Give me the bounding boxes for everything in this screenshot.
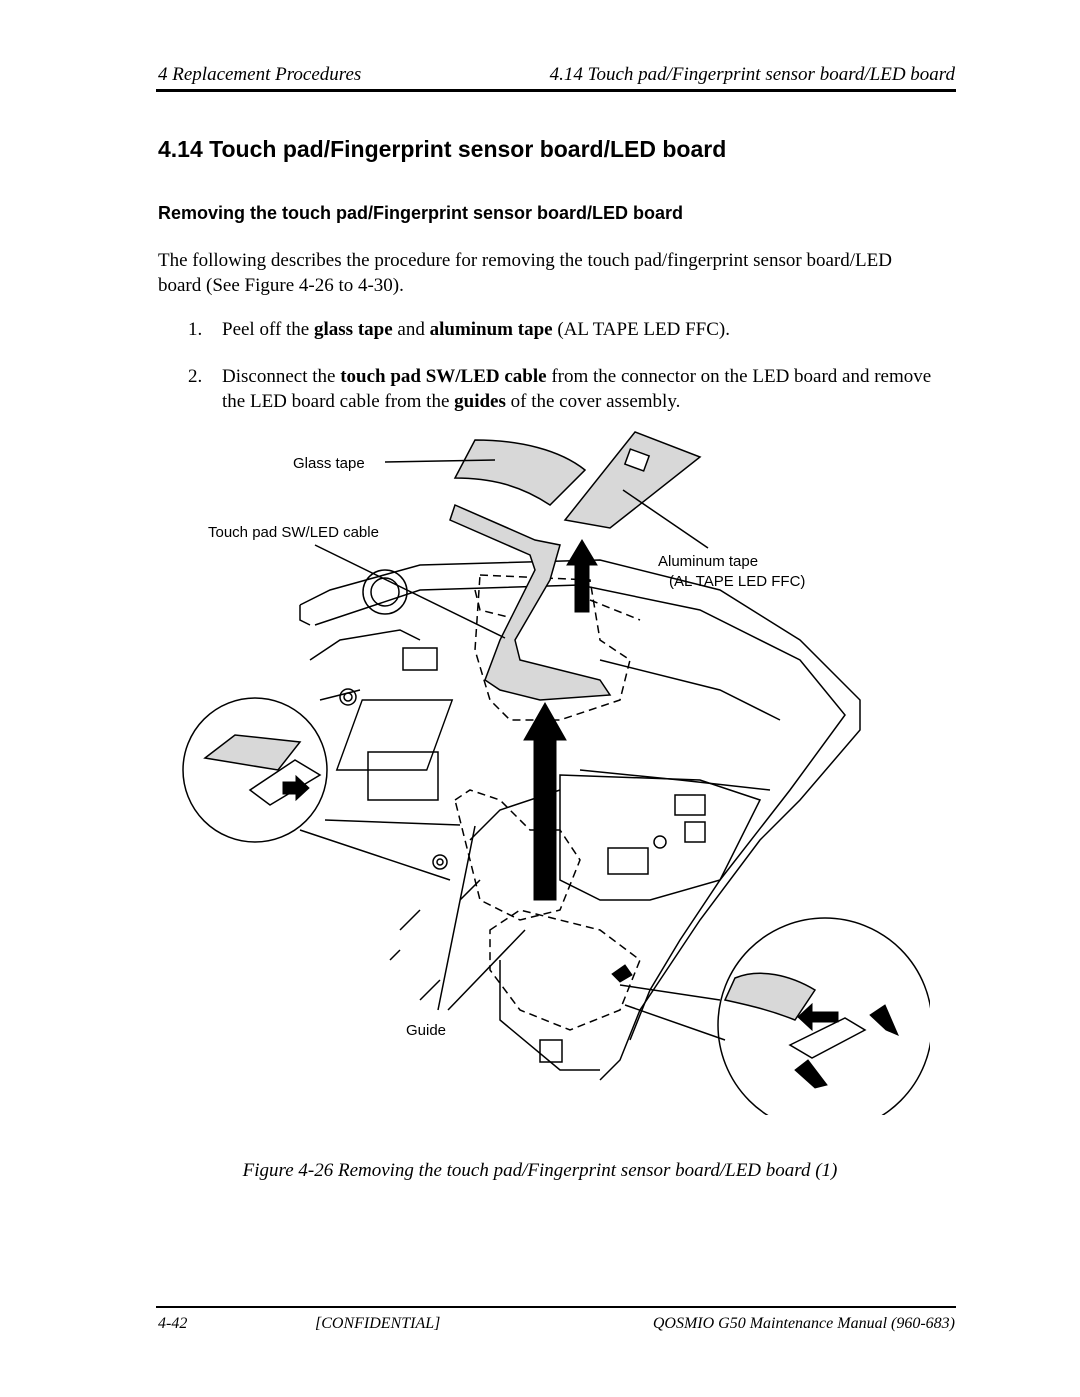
step-text-part: of the cover assembly. (505, 391, 681, 412)
release-arrow-2 (869, 1004, 899, 1036)
step-text: Disconnect the touch pad SW/LED cable fr… (222, 364, 958, 414)
pad (335, 699, 454, 771)
label-al-tape-code: (AL TAPE LED FFC) (669, 573, 805, 590)
step-text: Peel off the glass tape and aluminum tap… (222, 317, 958, 342)
label-glass-tape: Glass tape (293, 455, 365, 472)
guide-dashed (454, 789, 581, 921)
chassis-inner-edge (314, 584, 846, 1041)
label-aluminum-tape: Aluminum tape (658, 553, 758, 570)
screw-boss (653, 835, 667, 849)
subsection-title: Removing the touch pad/Fingerprint senso… (158, 203, 684, 223)
footer-rule (156, 1306, 956, 1308)
glass-tape (453, 439, 587, 506)
page-number: 4-42 (158, 1315, 188, 1332)
detail-callout-left (182, 697, 328, 843)
pad (402, 647, 438, 671)
running-header-section: 4.14 Touch pad/Fingerprint sensor board/… (549, 64, 955, 85)
step-text-part: from the connector on the LED board and … (222, 366, 932, 412)
manual-title: QOSMIO G50 Maintenance Manual (960-683) (652, 1315, 955, 1332)
disassembly-figure: Glass tape Touch pad SW/LED cable Alumin… (182, 431, 930, 1115)
chassis-left-edge (299, 605, 421, 701)
section-title: 4.14 Touch pad/Fingerprint sensor board/… (158, 136, 727, 162)
running-header-chapter: 4 Replacement Procedures (158, 64, 362, 85)
step-1: 1. Peel off the glass tape and aluminum … (188, 317, 958, 342)
label-guide: Guide (406, 1022, 446, 1039)
leader-glass-tape (384, 459, 496, 463)
step-number: 2. (188, 366, 203, 387)
figure-caption: Figure 4-26 Removing the touch pad/Finge… (242, 1160, 838, 1181)
header-rule (156, 89, 956, 92)
pad (684, 821, 706, 843)
screw-boss (432, 854, 448, 870)
lift-arrow-tape (566, 539, 598, 613)
leader-aluminum (622, 489, 709, 549)
confidential-mark: [CONFIDENTIAL] (315, 1315, 441, 1332)
intro-paragraph: The following describes the procedure fo… (158, 250, 892, 296)
step-text-part: (AL TAPE LED FFC). (552, 319, 730, 340)
lift-arrow-board (523, 701, 567, 901)
step-text-part: Disconnect the (222, 366, 341, 387)
leader-guide (437, 825, 526, 1011)
detail-callout-right (717, 917, 930, 1115)
release-arrow-1 (797, 1002, 839, 1032)
pad (539, 1039, 563, 1063)
pad (607, 847, 649, 875)
step-number: 1. (188, 319, 203, 340)
step-text-bold: guides (454, 391, 506, 412)
touchpad-cable (449, 503, 612, 701)
release-arrow-3 (794, 1059, 828, 1089)
label-cable: Touch pad SW/LED cable (208, 524, 379, 541)
screw-boss (339, 688, 357, 706)
pad (674, 794, 706, 816)
step-text-bold: aluminum tape (429, 319, 553, 340)
step-text-bold: touch pad SW/LED cable (340, 366, 547, 387)
round-feature (362, 569, 408, 615)
led-board-outline (474, 574, 631, 721)
step-text-part: Peel off the (222, 319, 314, 340)
connector-dashed (489, 909, 641, 1031)
connector-arrow (611, 964, 633, 983)
step-2: 2. Disconnect the touch pad SW/LED cable… (188, 364, 958, 414)
step-text-part: and (392, 319, 430, 340)
step-text-bold: glass tape (314, 319, 393, 340)
pad (367, 751, 439, 801)
aluminum-tape (563, 431, 702, 529)
leader-cable (314, 544, 506, 639)
pull-arrow (282, 774, 310, 802)
inner-frame (559, 774, 762, 901)
